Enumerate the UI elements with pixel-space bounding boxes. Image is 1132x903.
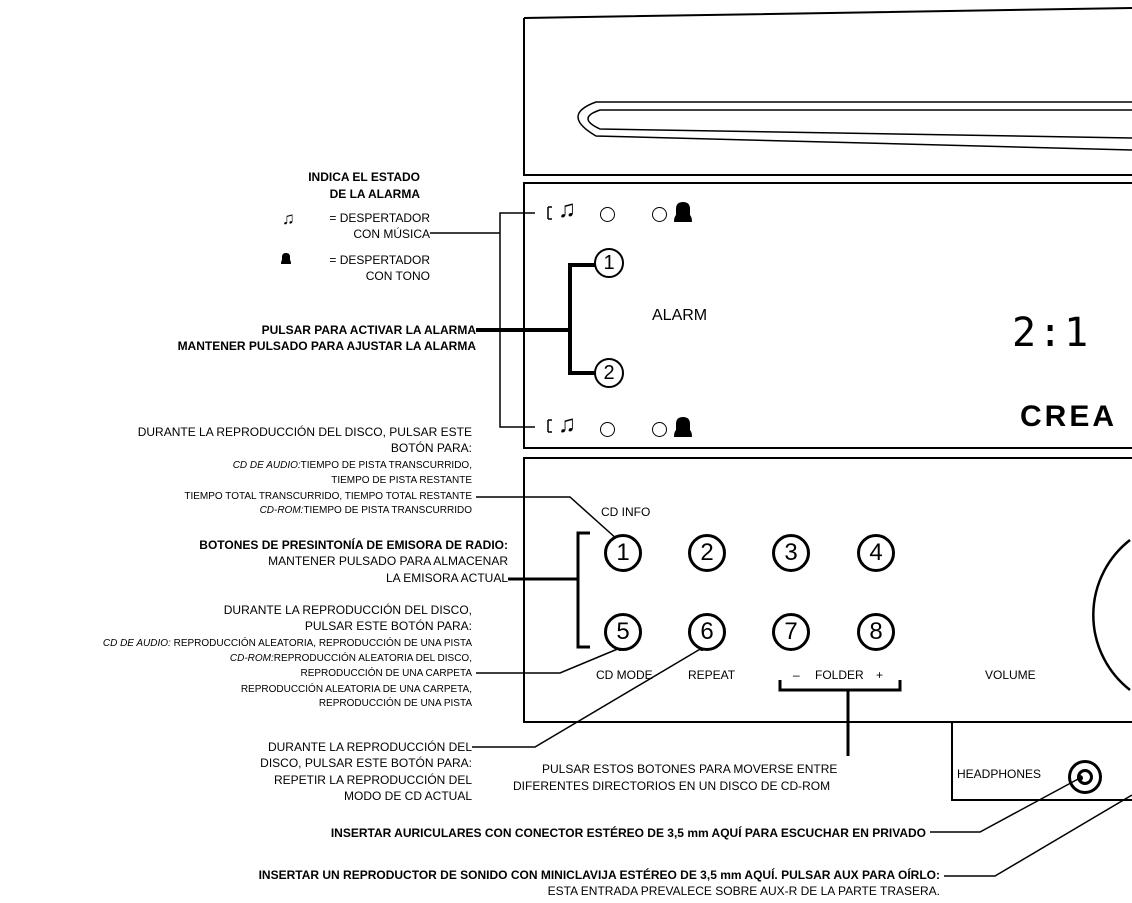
clock-display: 2:1 bbox=[1012, 310, 1091, 356]
preset-button-1[interactable]: 1 bbox=[604, 534, 642, 572]
disc-slot-outer bbox=[577, 101, 1132, 151]
cd-info-label: CD INFO bbox=[601, 505, 651, 519]
alarm-label: ALARM bbox=[652, 307, 708, 324]
folder-minus: – bbox=[793, 668, 800, 682]
top-music-led bbox=[600, 207, 615, 222]
bottom-bell-icon bbox=[674, 417, 692, 437]
alarm-panel-outline bbox=[523, 182, 1132, 449]
alarm-btn-bracket bbox=[568, 263, 600, 375]
preset-button-6[interactable]: 6 bbox=[688, 613, 726, 651]
top-music-icon: ♫ bbox=[558, 196, 576, 223]
headphones-note: INSERTAR AURICULARES CON CONECTOR ESTÉRE… bbox=[330, 826, 926, 840]
headphones-panel-outline bbox=[951, 722, 1132, 801]
headphones-jack-inner bbox=[1077, 769, 1093, 785]
headphones-leader bbox=[930, 777, 1081, 833]
cd-mode-line-1: DURANTE LA REPRODUCCIÓN DEL DISCO, bbox=[223, 603, 472, 617]
alarm-button-1[interactable]: 1 bbox=[594, 248, 624, 278]
top-tone-led bbox=[652, 207, 667, 222]
cd-mode-line-7: REPRODUCCIÓN DE UNA PISTA bbox=[318, 698, 472, 709]
cd-info-line-6: CD-ROM:TIEMPO DE PISTA TRANSCURRIDO bbox=[259, 505, 472, 516]
cd-info-line-5: TIEMPO TOTAL TRANSCURRIDO, TIEMPO TOTAL … bbox=[184, 491, 472, 502]
cd-info-line-2: BOTÓN PARA: bbox=[390, 441, 472, 455]
cd-mode-line-4: CD-ROM:REPRODUCCIÓN ALEATORIA DEL DISCO, bbox=[229, 653, 472, 664]
status-leader-bracket bbox=[499, 212, 535, 428]
disc-slot-inner bbox=[587, 109, 1132, 139]
presets-line-1: BOTONES DE PRESINTONÍA DE EMISORA DE RAD… bbox=[199, 538, 508, 552]
alarm-btn-line-1: PULSAR PARA ACTIVAR LA ALARMA bbox=[261, 323, 476, 337]
repeat-line-1: DURANTE LA REPRODUCCIÓN DEL bbox=[267, 740, 472, 754]
control-panel-outline bbox=[523, 457, 1132, 723]
bottom-music-icon: ♫ bbox=[558, 411, 576, 438]
alarm-btn-line-2: MANTENER PULSADO PARA AJUSTAR LA ALARMA bbox=[177, 339, 476, 353]
folder-plus: + bbox=[876, 668, 884, 682]
music-note-icon: ♫ bbox=[282, 209, 295, 228]
cd-info-line-4: TIEMPO DE PISTA RESTANTE bbox=[331, 475, 472, 486]
cd-info-line-1: DURANTE LA REPRODUCCIÓN DEL DISCO, PULSA… bbox=[137, 425, 472, 439]
repeat-line-4: MODO DE CD ACTUAL bbox=[343, 789, 472, 803]
aux-line-1: INSERTAR UN REPRODUCTOR DE SONIDO CON MI… bbox=[258, 868, 940, 882]
preset-button-3[interactable]: 3 bbox=[772, 534, 810, 572]
volume-knob-arc bbox=[1092, 539, 1131, 691]
music-eq: = DESPERTADOR bbox=[329, 211, 430, 225]
folder-bracket bbox=[778, 680, 902, 692]
preset-button-2[interactable]: 2 bbox=[688, 534, 726, 572]
preset-button-7[interactable]: 7 bbox=[772, 613, 810, 651]
cd-mode-line-2: PULSAR ESTE BOTÓN PARA: bbox=[304, 619, 472, 633]
cd-info-leader bbox=[476, 496, 619, 541]
headphones-label: HEADPHONES bbox=[957, 767, 1042, 781]
cd-mode-label: CD MODE bbox=[596, 668, 653, 682]
repeat-leader bbox=[472, 647, 703, 748]
status-title-1: INDICA EL ESTADO bbox=[308, 170, 420, 184]
repeat-label: REPEAT bbox=[688, 668, 736, 682]
presets-line-2: MANTENER PULSADO PARA ALMACENAR bbox=[268, 554, 508, 568]
aux-leader bbox=[944, 794, 1132, 877]
folder-line-1: PULSAR ESTOS BOTONES PARA MOVERSE ENTRE bbox=[542, 762, 838, 776]
top-bell-icon bbox=[674, 202, 692, 222]
preset-button-8[interactable]: 8 bbox=[857, 613, 895, 651]
cd-mode-line-5: REPRODUCCIÓN DE UNA CARPETA bbox=[300, 668, 472, 679]
status-bracket-top bbox=[547, 206, 552, 220]
preset-button-4[interactable]: 4 bbox=[857, 534, 895, 572]
preset-button-5[interactable]: 5 bbox=[604, 613, 642, 651]
aux-line-2: ESTA ENTRADA PREVALECE SOBRE AUX-R DE LA… bbox=[547, 884, 940, 898]
music-eq-2: CON MÚSICA bbox=[353, 227, 430, 241]
cd-mode-line-3: CD DE AUDIO: REPRODUCCIÓN ALEATORIA, REP… bbox=[102, 638, 472, 649]
bell-icon bbox=[281, 253, 291, 264]
volume-label: VOLUME bbox=[985, 668, 1036, 682]
preset-bracket bbox=[576, 531, 590, 649]
presets-line-3: LA EMISORA ACTUAL bbox=[385, 571, 508, 585]
folder-line-2: DIFERENTES DIRECTORIOS EN UN DISCO DE CD… bbox=[513, 779, 831, 793]
headphones-jack[interactable] bbox=[1068, 760, 1102, 794]
status-bracket-bottom bbox=[547, 419, 552, 433]
top-unit-outline bbox=[523, 7, 1132, 176]
bottom-tone-led bbox=[652, 422, 667, 437]
repeat-line-2: DISCO, PULSAR ESTE BOTÓN PARA: bbox=[260, 756, 472, 770]
tone-eq-2: CON TONO bbox=[365, 269, 430, 283]
tone-eq: = DESPERTADOR bbox=[329, 253, 430, 267]
bottom-music-led bbox=[600, 422, 615, 437]
folder-label: FOLDER bbox=[815, 668, 864, 682]
alarm-button-2[interactable]: 2 bbox=[594, 358, 624, 388]
cd-mode-leader bbox=[476, 647, 621, 674]
cd-mode-line-6: REPRODUCCIÓN ALEATORIA DE UNA CARPETA, bbox=[240, 684, 472, 695]
brand-logo: CREA bbox=[1020, 400, 1118, 433]
cd-info-line-3: CD DE AUDIO:TIEMPO DE PISTA TRANSCURRIDO… bbox=[232, 460, 472, 471]
repeat-line-3: REPETIR LA REPRODUCCIÓN DEL bbox=[273, 773, 472, 787]
status-title-2: DE LA ALARMA bbox=[329, 187, 420, 201]
